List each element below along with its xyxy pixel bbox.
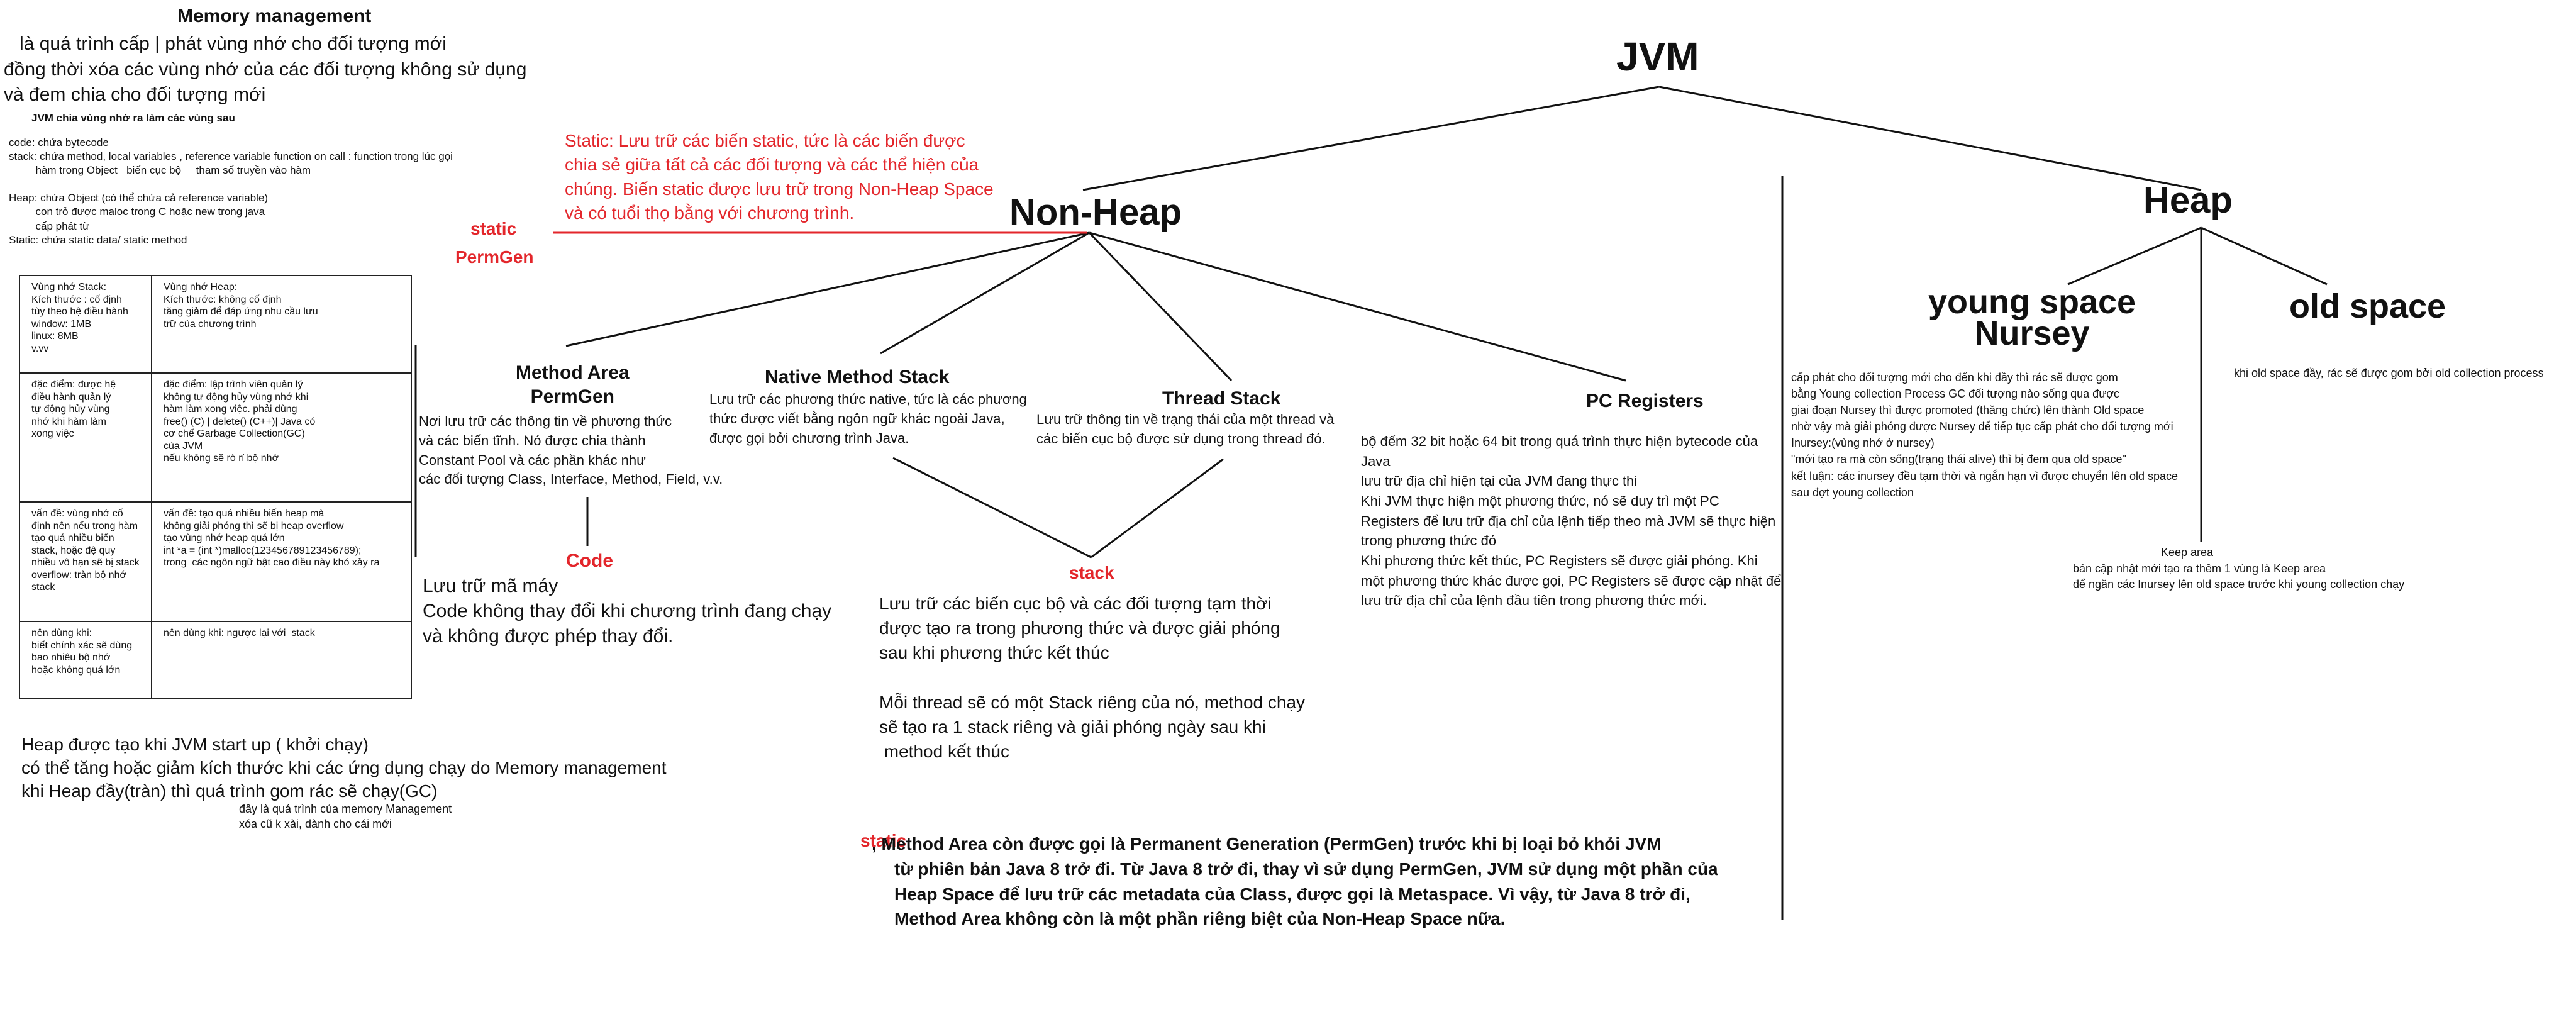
nonheap-to-native-line [880, 231, 1090, 355]
table-row: Vùng nhớ Stack: Kích thước : cố định tùy… [19, 275, 412, 374]
nonheap-to-pc-line [1089, 231, 1626, 382]
thread-title: Thread Stack [1162, 388, 1281, 409]
stack-title: stack [1069, 563, 1114, 582]
jvm-title: JVM [1616, 34, 1699, 79]
table-row: vấn đề: vùng nhớ cố định nên nếu trong h… [19, 501, 412, 622]
table-row: đặc điểm: được hệ điều hành quản lý tự đ… [19, 372, 412, 503]
jvm-to-nonheap-line [1082, 86, 1660, 191]
heap-title: Heap [2143, 180, 2233, 221]
old-space-body: khi old space đầy, rác sẽ được gom bởi o… [2234, 367, 2544, 379]
table-cell: đặc điểm: lập trình viên quản lý không t… [151, 372, 412, 503]
native-to-stack-line [892, 457, 1092, 559]
table-cell: Vùng nhớ Stack: Kích thước : cố định tùy… [19, 275, 152, 374]
nonheap-title: Non-Heap [1009, 192, 1182, 233]
keep-area: Keep area bản cập nhật mới tạo ra thêm 1… [2073, 546, 2405, 591]
static-tag: static [470, 219, 517, 238]
code-body: Lưu trữ mã máy Code không thay đổi khi c… [423, 576, 832, 647]
regions-list: code: chứa bytecode stack: chứa method, … [9, 136, 453, 246]
bottom-note: , Method Area còn được gọi là Permanent … [872, 834, 1718, 929]
young-space-body: cấp phát cho đối tượng mới cho đến khi đ… [1791, 371, 2179, 499]
jvm-to-heap-line [1658, 86, 2202, 191]
gc-note: đây là quá trình của memory Management x… [239, 803, 452, 831]
memory-intro: là quá trình cấp | phát vùng nhớ cho đối… [4, 33, 527, 105]
table-cell: đặc điểm: được hệ điều hành quản lý tự đ… [19, 372, 152, 503]
static-note: Static: Lưu trữ các biến static, tức là … [565, 131, 994, 223]
heap-to-young-line [2067, 226, 2202, 286]
nonheap-to-thread-line [1088, 231, 1233, 382]
nonheap-to-method-line [565, 231, 1090, 347]
memory-title: Memory management [177, 6, 372, 26]
pc-body: bộ đếm 32 bit hoặc 64 bit trong quá trìn… [1361, 433, 1782, 609]
old-space-title: old space [2289, 287, 2446, 325]
native-title: Native Method Stack [765, 367, 950, 387]
table-cell: Vùng nhớ Heap: Kích thước: không cố định… [151, 275, 412, 374]
method-area-body: Nơi lưu trữ các thông tin về phương thức… [419, 413, 723, 487]
pc-title: PC Registers [1586, 391, 1704, 411]
table-cell: vấn đề: tạo quá nhiều biến heap mà không… [151, 501, 412, 622]
native-body: Lưu trữ các phương thức native, tức là c… [709, 391, 1027, 446]
stack-heap-table: Vùng nhớ Stack: Kích thước : cố định tùy… [19, 275, 412, 699]
stack-body: Lưu trữ các biến cục bộ và các đối tượng… [879, 594, 1306, 762]
table-cell: vấn đề: vùng nhớ cố định nên nếu trong h… [19, 501, 152, 622]
thread-to-stack-line [1091, 458, 1224, 559]
heap-to-old-line [2201, 226, 2328, 286]
thread-body: Lưu trữ thông tin về trạng thái của một … [1036, 411, 1335, 447]
young-space-title: young space Nursey [1928, 283, 2136, 353]
regions-title: JVM chia vùng nhớ ra làm các vùng sau [31, 112, 235, 124]
bottom-static-tag: static [860, 831, 907, 850]
method-area-title: Method Area PermGen [516, 362, 630, 407]
table-cell: nên dùng khi: ngược lại với stack [151, 621, 412, 699]
heap-note: Heap được tạo khi JVM start up ( khởi ch… [21, 735, 667, 801]
table-cell: nên dùng khi: biết chính xác sẽ dùng bao… [19, 621, 152, 699]
code-title: Code [566, 550, 613, 571]
permgen-tag: PermGen [455, 247, 534, 267]
table-row: nên dùng khi: biết chính xác sẽ dùng bao… [19, 621, 412, 699]
